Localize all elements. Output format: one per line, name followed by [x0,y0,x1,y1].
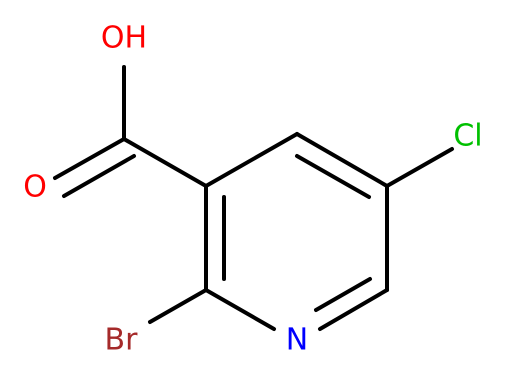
bond-c4-c5 [295,132,389,188]
bond-carboxyl-o-2 [62,154,136,198]
bond-c3-carboxyl [122,137,208,188]
bond-carboxyl-o-1 [53,137,126,180]
atom-carbonyl-oxygen-label: O [23,170,47,205]
atom-bromine-label: Br [105,323,139,358]
bond-c3-c4 [204,132,299,188]
atom-hydroxyl-label: OH [101,21,147,56]
bond-c6-n [318,288,389,331]
bond-c6-n-inner [314,277,372,312]
bond-n-c2 [204,288,276,331]
atom-chlorine-label: Cl [453,119,482,154]
bond-c4-c5-inner [295,154,371,199]
bond-c5-cl [385,147,454,188]
bond-c2-br [148,288,208,324]
atom-nitrogen-label: N [286,323,308,358]
